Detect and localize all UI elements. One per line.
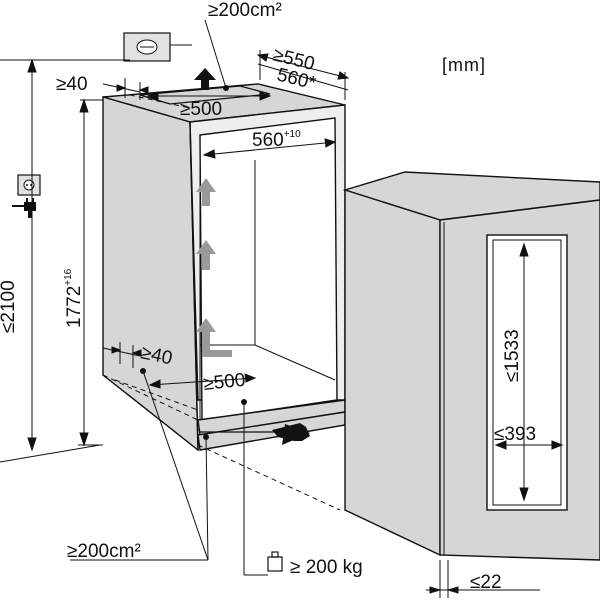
width-tolerance: +10	[284, 129, 301, 140]
insert-arrow-icon	[272, 423, 310, 445]
bottom-vent-depth-label: ≥500	[202, 370, 246, 395]
units-label: [mm]	[442, 55, 486, 75]
niche-height-tolerance: +16	[63, 268, 74, 285]
svg-text:560+10: 560+10	[252, 129, 301, 151]
niche-cabinet	[102, 83, 346, 452]
bottom-vent-depth-dimension	[148, 373, 257, 389]
plug-icon	[12, 198, 36, 218]
height-max-label: ≤2100	[0, 280, 19, 333]
height-max-dimension	[0, 58, 130, 463]
socket-icon	[17, 174, 41, 196]
door-thickness-dimension	[426, 560, 540, 598]
door-width-dimension	[494, 440, 564, 450]
weight-icon	[267, 551, 283, 572]
top-vent-depth-dimension	[146, 91, 272, 101]
door-height-dimension	[519, 242, 529, 502]
bottom-vent-area-label: ≥200cm²	[67, 541, 141, 562]
niche-height-dimension	[78, 98, 103, 447]
airflow-arrow-icon	[196, 178, 232, 357]
top-gap-dimension	[102, 78, 149, 100]
width-label: 560	[252, 130, 284, 151]
appliance-body	[342, 171, 600, 561]
niche-height-label: 1772	[64, 286, 85, 328]
top-vent-leader	[204, 19, 227, 89]
top-vent-area-label: ≥200cm²	[208, 0, 282, 21]
door-height-label: ≤1533	[502, 329, 523, 382]
width-dimension	[202, 138, 337, 159]
svg-text:1772+16: 1772+16	[63, 268, 85, 328]
door-width-label: ≤393	[494, 424, 536, 445]
top-gap-label: ≥40	[56, 74, 88, 95]
top-vent-depth-label: ≥500	[180, 99, 222, 120]
bottom-leaders	[70, 370, 268, 576]
load-label: ≥ 200 kg	[290, 557, 363, 578]
door-thickness-label: ≤22	[470, 572, 502, 593]
airflow-arrow-icon	[194, 68, 216, 90]
bottom-gap-dimension	[102, 342, 142, 368]
vent-grille-icon	[123, 32, 192, 62]
depth-dimension	[256, 50, 350, 100]
